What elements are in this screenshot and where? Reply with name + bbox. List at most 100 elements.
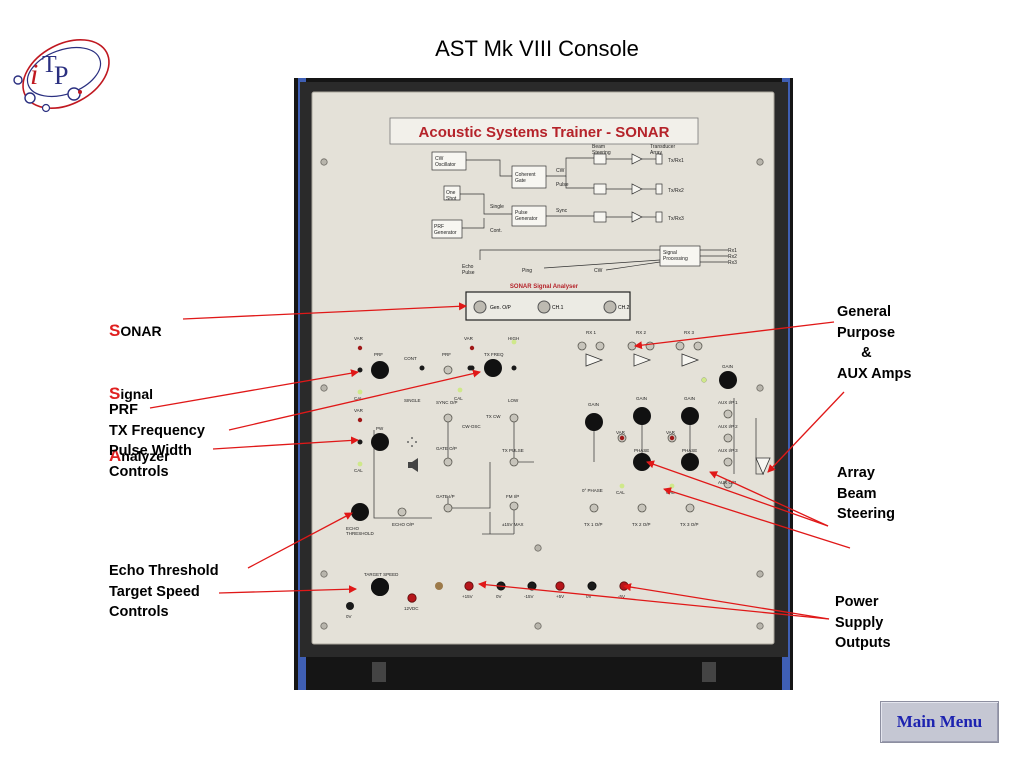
label-sonar-rest: ONAR: [120, 323, 162, 339]
ctl-low: LOW: [508, 398, 519, 403]
ctl-rx2: RX 2: [636, 330, 647, 335]
ctl-tx-freq: TX FREQ: [484, 352, 504, 357]
block-diagram: [431, 151, 728, 271]
ctl-var-3: VAR: [666, 430, 676, 435]
ctl-cal-2: CAL: [616, 490, 625, 495]
ctl-var3: VAR: [354, 408, 364, 413]
label-sonar-signal-analyzer: SONAR Signal Analyzer: [109, 280, 170, 488]
main-menu-button[interactable]: Main Menu: [880, 701, 999, 743]
ctl-cal-c: CAL: [354, 468, 363, 473]
label-analyzer-cap: A: [109, 446, 122, 465]
ctl-aux-ip3: AUX I/P 3: [718, 448, 738, 453]
ctl-gain-1: GAIN: [588, 402, 599, 407]
ctl-sync-op: SYNC O/P: [436, 400, 458, 405]
label-echo-controls: Echo Threshold Target Speed Controls: [109, 563, 219, 620]
ctl-cal-3: CAL: [666, 490, 675, 495]
ctl-rx1: RX 1: [586, 330, 597, 335]
logo-i: i: [30, 58, 38, 91]
itp-logo: i T P: [13, 39, 110, 113]
ctl-m15v: -15V: [524, 594, 534, 599]
ctl-0v-b: 0V: [496, 594, 502, 599]
ctl-phase-2: PHASE: [634, 448, 649, 453]
ctl-cont: CONT: [404, 356, 417, 361]
ctl-single: SINGLE: [404, 398, 421, 403]
ctl-var: VAR: [354, 336, 364, 341]
ctl-rx3: RX 3: [684, 330, 695, 335]
socket-ch1: CH.1: [552, 305, 564, 311]
ctl-gain-2: GAIN: [636, 396, 647, 401]
ctl-pm15v: ±15V MAX: [502, 522, 523, 527]
diagram-cw: CW: [556, 168, 565, 174]
label-sonar-cap: S: [109, 321, 121, 340]
label-analyzer-rest: nalyzer: [121, 448, 170, 464]
ctl-var2: VAR: [464, 336, 474, 341]
logo-rings: [13, 39, 110, 113]
ctl-echo-op: ECHO O/P: [392, 522, 414, 527]
panel-title: Acoustic Systems Trainer - SONAR: [419, 124, 670, 141]
diagram-pulse: Pulse: [556, 182, 569, 188]
ctl-target-speed: TARGET SPEED: [364, 572, 399, 577]
ctl-tx-cw: TX CW: [486, 414, 501, 419]
label-signal-cap: S: [109, 383, 121, 403]
logo-p: P: [54, 61, 68, 90]
ctl-12vdc: 12VDC: [404, 606, 419, 611]
diagram-rx-2: Rx2: [728, 254, 737, 260]
analyser-title: SONAR Signal Analyser: [510, 284, 579, 290]
label-signal-rest: ignal: [120, 385, 154, 402]
analyser-sockets: Gen. O/P CH.1 CH.2: [473, 300, 630, 314]
ctl-prf: PRF: [374, 352, 383, 357]
ctl-gain-4: GAIN: [722, 364, 733, 369]
ctl-aux-op: AUX O/P: [718, 480, 736, 485]
ctl-phase-3: PHASE: [682, 448, 697, 453]
diagram-txrx-1: Tx/Rx1: [668, 158, 684, 164]
diagram-txrx-2: Tx/Rx2: [668, 188, 684, 194]
diagram-ping: Ping: [522, 268, 532, 274]
ctl-var-2: VAR: [616, 430, 626, 435]
ctl-pw: PW: [376, 426, 384, 431]
ctl-p5v: +5V: [556, 594, 564, 599]
ctl-gate-op: GATE O/P: [436, 446, 457, 451]
ctl-aux-ip2: AUX I/P 2: [718, 424, 738, 429]
label-power-supply-outputs: Power Supply Outputs: [835, 594, 891, 651]
diagram-txrx-3: Tx/Rx3: [668, 216, 684, 222]
signal-sockets: [397, 341, 733, 517]
ctl-prf2: PRF: [442, 352, 451, 357]
ctl-cal: CAL: [354, 396, 363, 401]
ctl-tx-pulse: TX PULSE: [502, 448, 524, 453]
diagram-sync: Sync: [556, 208, 568, 214]
ctl-aux-ip1: AUX I/P 1: [718, 400, 738, 405]
diagram-rx-3: Rx3: [728, 260, 737, 266]
socket-ch2: CH.2: [618, 305, 630, 311]
label-array-beam-steering: Array Beam Steering: [837, 465, 896, 522]
logo-t: T: [42, 52, 57, 78]
diagram-cont: Cont.: [490, 228, 502, 234]
label-prf-controls: PRF TX Frequency Pulse Width Controls: [109, 402, 205, 480]
ctl-0v: 0V: [346, 614, 352, 619]
ctl-zero-phase: 0° PHASE: [582, 488, 603, 493]
ctl-gate-ip: GATE I/P: [436, 494, 455, 499]
console-photo: Acoustic Systems Trainer - SONAR: [294, 78, 793, 690]
ctl-tx1-op: TX 1 O/P: [584, 522, 603, 527]
ctl-cw-osc: CW-OSC: [462, 424, 481, 429]
ctl-fm-ip: FM I/P: [506, 494, 519, 499]
ctl-tx3-op: TX 3 O/P: [680, 522, 699, 527]
ctl-tx2-op: TX 2 O/P: [632, 522, 651, 527]
ctl-high: HIGH: [508, 336, 519, 341]
ctl-0v-c: 0V: [586, 594, 592, 599]
label-gp-aux-amps: General Purpose & AUX Amps: [837, 304, 912, 382]
diagram-cw-bottom: CW: [594, 268, 603, 274]
diagram-single: Single: [490, 204, 504, 210]
socket-gen-op: Gen. O/P: [490, 305, 512, 311]
ctl-gain-3: GAIN: [684, 396, 695, 401]
diagram-rx-1: Rx1: [728, 248, 737, 254]
